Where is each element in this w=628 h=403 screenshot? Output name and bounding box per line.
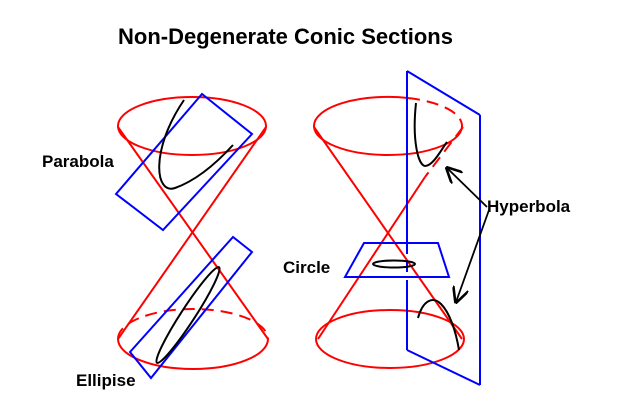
ellipse-curve [155, 266, 221, 364]
right-cone-top-rim-back-left [312, 95, 409, 127]
parabola-plane [114, 92, 254, 232]
hyperbola-lower-branch [417, 299, 460, 351]
circle-curve [372, 259, 416, 269]
ellipse-label: Ellipise [76, 371, 136, 390]
parabola-curve [158, 99, 234, 190]
right-cone-side-line [424, 126, 464, 178]
right-cone-top-rim-front [313, 125, 463, 156]
left-cone-bottom-rim-back [117, 308, 269, 340]
right-cone-side-line [317, 176, 426, 340]
right-cone-bottom-rim [315, 309, 465, 369]
circle-label: Circle [283, 258, 331, 277]
hyperbola-arrow-lower [456, 209, 490, 302]
left-cone-side-line [117, 126, 267, 340]
right-double-cone [312, 95, 465, 369]
parabola-label: Parabola [42, 152, 114, 171]
ellipse-plane [128, 235, 254, 380]
hyperbola-plane [406, 70, 481, 386]
hyperbola-label: Hyperbola [487, 197, 571, 216]
left-double-cone [117, 96, 269, 370]
circle-plane [343, 242, 451, 278]
diagram-title: Non-Degenerate Conic Sections [118, 24, 453, 49]
hyperbola-upper-branch [413, 102, 448, 168]
right-cone-top-rim-back-right [407, 97, 464, 127]
left-cone-top-rim [117, 96, 267, 156]
hyperbola-arrow-upper [447, 168, 488, 208]
left-cone-bottom-rim-front [117, 338, 269, 370]
